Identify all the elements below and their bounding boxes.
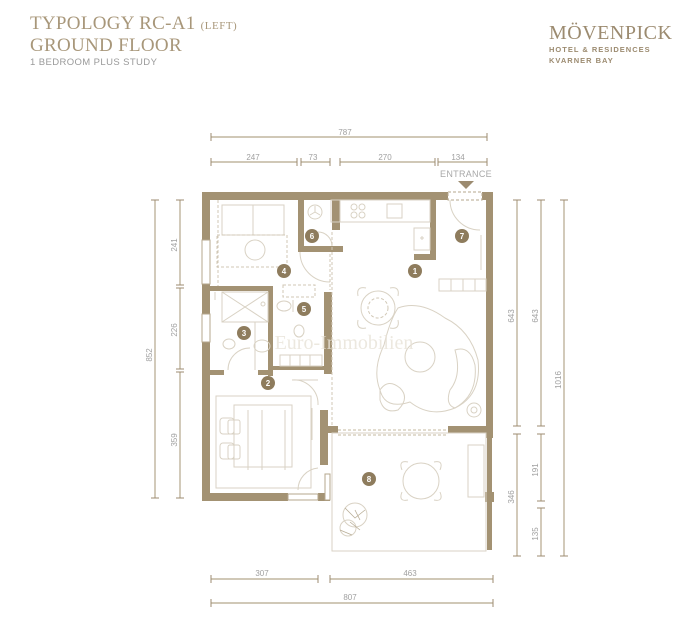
dim-top-total: 787 <box>338 128 352 137</box>
dim-bottom-seg-2: 463 <box>403 569 417 578</box>
subtitle: 1 BEDROOM PLUS STUDY <box>30 57 158 68</box>
armchair <box>379 383 405 412</box>
armchair-2 <box>447 348 476 409</box>
toilet-bath3 <box>222 338 236 350</box>
dim-right-total: 1016 <box>554 371 563 389</box>
sink <box>386 203 403 219</box>
rug <box>376 305 480 413</box>
window-terrace <box>324 473 331 501</box>
dim-top-seg-4: 134 <box>451 153 465 162</box>
svg-text:8: 8 <box>367 475 372 484</box>
shower <box>221 291 269 323</box>
room-badge-7[interactable]: 7 <box>455 229 469 243</box>
dim-right-mid-3: 135 <box>531 527 540 541</box>
toilet-bath5 <box>293 324 305 338</box>
windows <box>201 191 483 501</box>
dim-right-mid-2: 191 <box>531 463 540 477</box>
logo-line1: HOTEL & RESIDENCES <box>549 45 651 54</box>
window-bath <box>201 313 211 343</box>
dining-table <box>360 290 396 326</box>
window-bedroom <box>287 493 319 501</box>
dim-left-seg-3: 359 <box>170 433 179 447</box>
dim-right-mid-1: 643 <box>531 309 540 323</box>
room-badge-1[interactable]: 1 <box>408 264 422 278</box>
dim-left-total: 852 <box>145 348 154 362</box>
dim-left-seg-2: 226 <box>170 323 179 337</box>
logo-brand: MÖVENPICK <box>549 22 673 44</box>
title-line1: TYPOLOGY RC-A1 <box>30 13 196 34</box>
plant <box>342 502 368 528</box>
logo-line2: KVARNER BAY <box>549 56 614 65</box>
bed <box>233 404 293 468</box>
fridge <box>413 227 431 251</box>
svg-text:1: 1 <box>413 267 418 276</box>
room-badge-8[interactable]: 8 <box>362 472 376 486</box>
svg-text:3: 3 <box>242 329 247 338</box>
svg-text:7: 7 <box>460 232 465 241</box>
dim-right-inner-1: 643 <box>507 309 516 323</box>
entrance-marker: ENTRANCE <box>440 169 492 189</box>
dim-top-seg-3: 270 <box>378 153 392 162</box>
title-line2: GROUND FLOOR <box>30 35 182 56</box>
walls <box>202 192 494 550</box>
room-badge-5[interactable]: 5 <box>297 302 311 316</box>
svg-text:5: 5 <box>302 305 307 314</box>
movenpick-logo: MÖVENPICK HOTEL & RESIDENCES KVARNER BAY <box>549 22 672 66</box>
watermark: Euro-Immobilien <box>275 332 414 354</box>
room-badge-3[interactable]: 3 <box>237 326 251 340</box>
coffee-table <box>404 341 436 373</box>
window-study <box>201 239 211 285</box>
bedroom-rug <box>215 395 312 489</box>
terrace-bench <box>467 444 485 498</box>
right-dimensions: 643 346 643 191 135 1016 <box>507 199 568 557</box>
entrance-label: ENTRANCE <box>440 169 492 179</box>
room-badge-4[interactable]: 4 <box>277 264 291 278</box>
entrance-door <box>447 191 483 201</box>
room-badge-6[interactable]: 6 <box>305 229 319 243</box>
bottom-dimensions: 307 463 807 <box>210 569 494 607</box>
pillow <box>219 417 235 435</box>
furniture <box>214 199 487 552</box>
svg-text:6: 6 <box>310 232 315 241</box>
svg-text:2: 2 <box>266 379 271 388</box>
kitchen-counter <box>339 199 431 223</box>
svg-text:4: 4 <box>282 267 287 276</box>
typology-title: TYPOLOGY RC-A1 (LEFT) GROUND FLOOR <box>30 14 237 56</box>
dim-bottom-total: 807 <box>343 593 357 602</box>
title-suffix: (LEFT) <box>200 20 238 32</box>
entrance-arrow-icon <box>458 181 474 189</box>
round-table <box>244 239 266 261</box>
room-badges: 1 2 3 4 5 6 7 8 <box>237 229 469 486</box>
dim-top-seg-1: 247 <box>246 153 260 162</box>
dim-right-inner-2: 346 <box>507 490 516 504</box>
top-dimensions: 787 247 73 270 134 <box>210 128 488 166</box>
sink-bath3 <box>253 339 271 353</box>
wardrobe-rack <box>279 354 323 367</box>
dim-left-seg-1: 241 <box>170 238 179 252</box>
terrace-table <box>402 462 440 500</box>
left-dimensions: 852 241 226 359 <box>145 199 184 499</box>
dim-top-seg-2: 73 <box>309 153 318 162</box>
dim-bottom-seg-1: 307 <box>255 569 269 578</box>
sink-bath5 <box>276 300 292 312</box>
room-badge-2[interactable]: 2 <box>261 376 275 390</box>
washer <box>307 204 323 220</box>
